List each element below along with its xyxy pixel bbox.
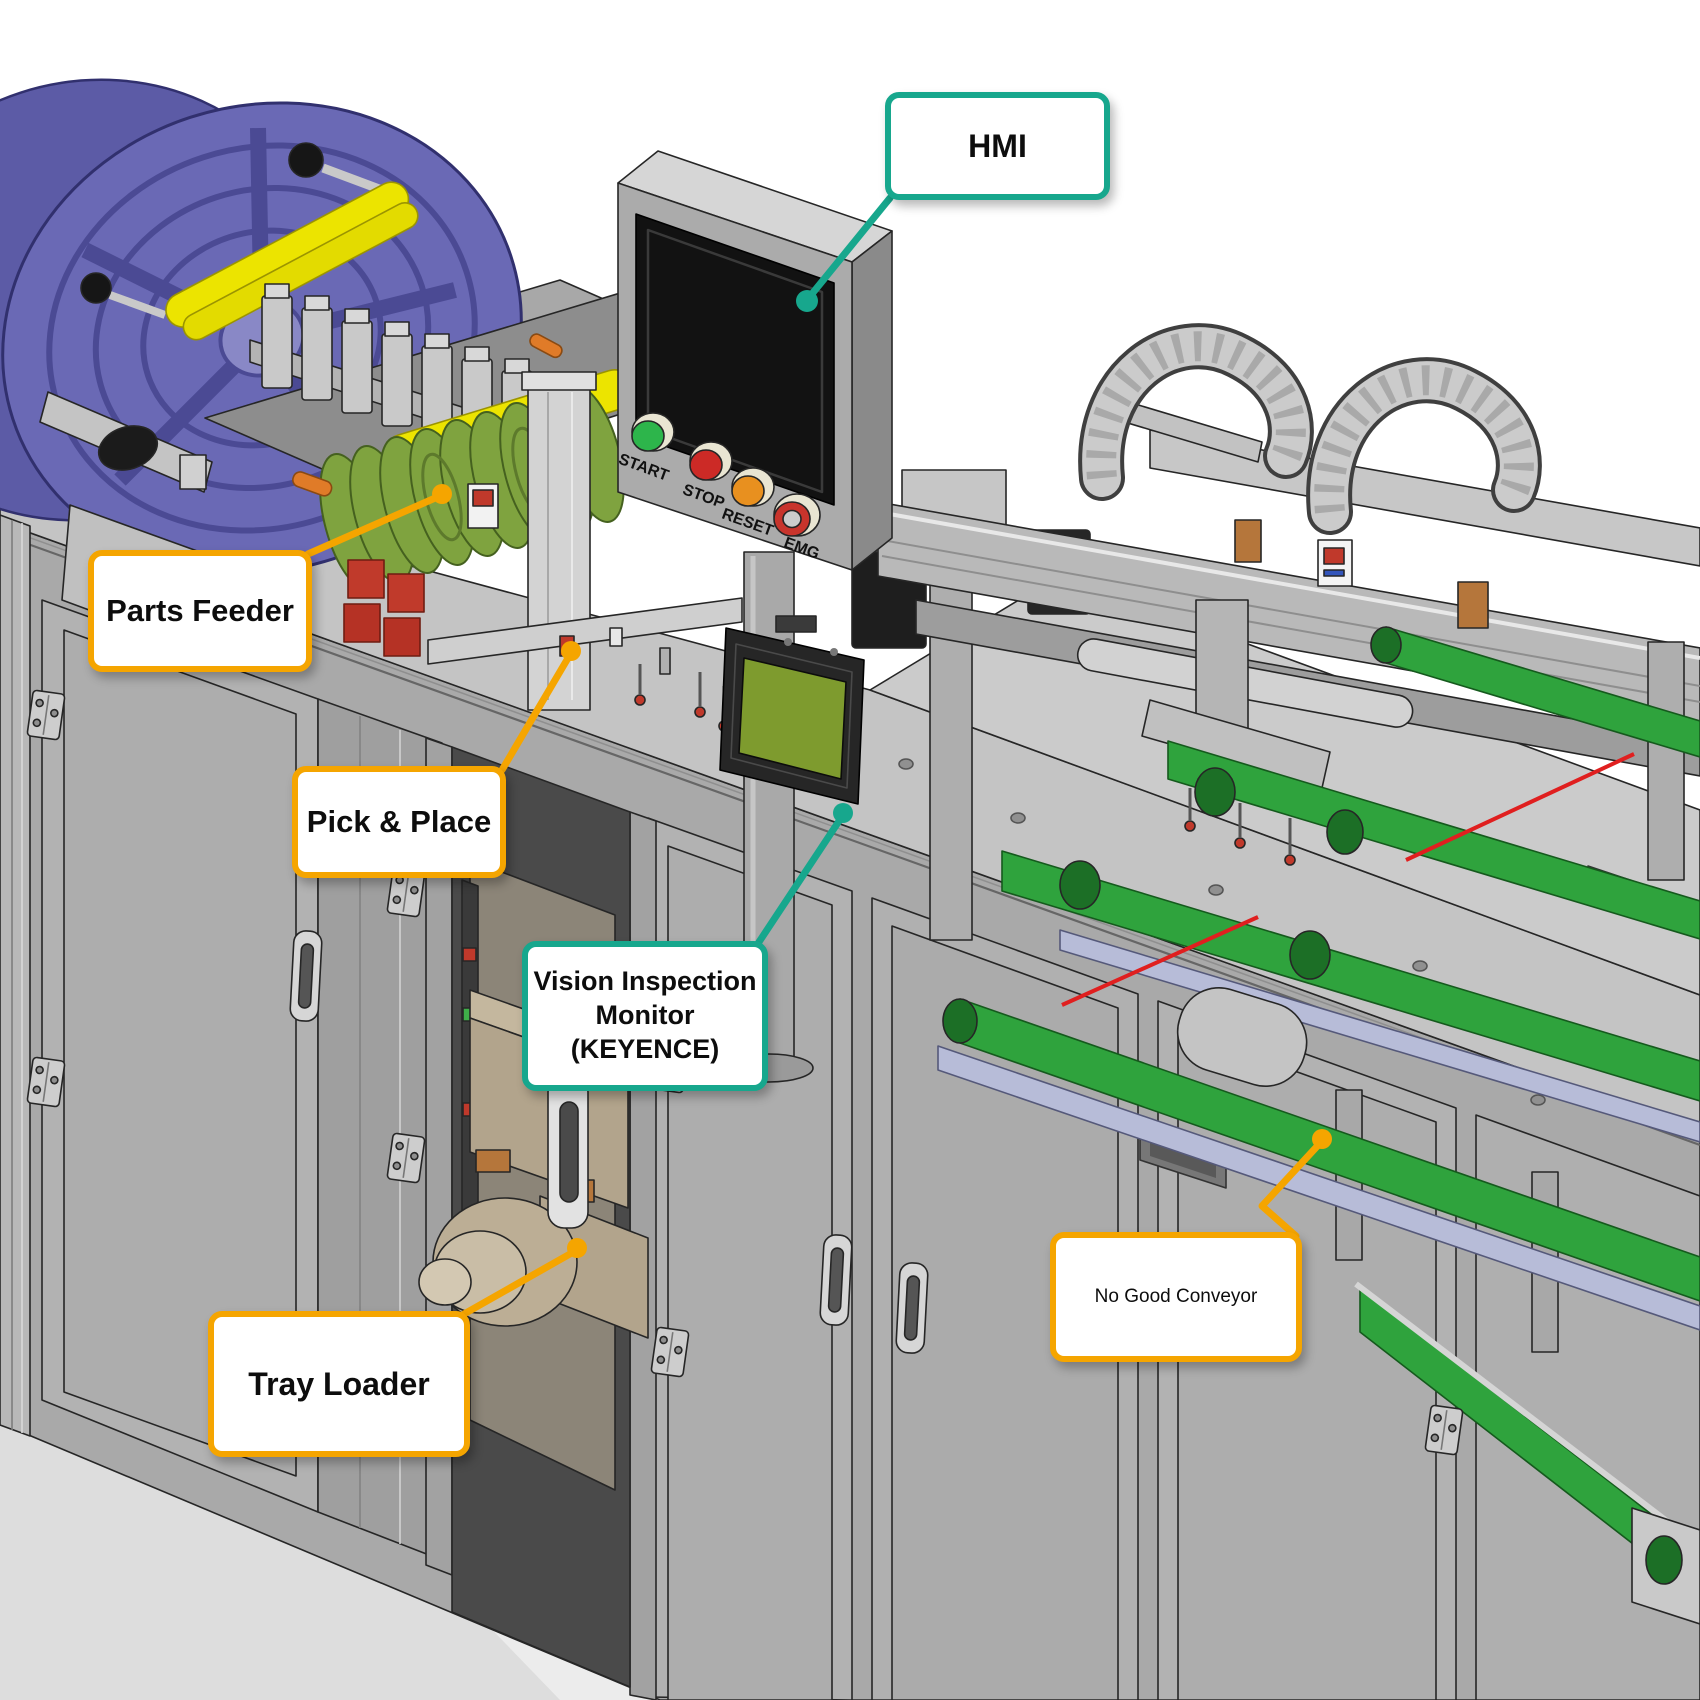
callout-vision-line2: Monitor xyxy=(595,1000,695,1031)
leader-hmi xyxy=(803,194,894,304)
cabinet-doors xyxy=(41,599,1700,1700)
vision-screen xyxy=(738,657,847,780)
callout-parts-feeder-label: Parts Feeder xyxy=(106,593,294,628)
film-rollers xyxy=(165,181,419,341)
callout-no-good-conveyor-label: No Good Conveyor xyxy=(1094,1286,1258,1307)
callout-no-good-conveyor: No Good Conveyor xyxy=(1050,1232,1302,1362)
leader-vision xyxy=(753,811,847,949)
callout-hmi: HMI xyxy=(885,92,1110,200)
leader-dot-parts-feeder xyxy=(432,484,452,504)
door-handles xyxy=(289,930,929,1354)
callout-leaders xyxy=(304,194,1332,1318)
leader-dot-pick-place xyxy=(561,641,581,661)
cable-carrier-left xyxy=(1078,323,1314,501)
callout-tray-loader-label: Tray Loader xyxy=(248,1365,430,1402)
callout-vision-monitor: Vision Inspection Monitor (KEYENCE) xyxy=(522,941,768,1091)
orange-handles xyxy=(292,333,563,497)
callout-pick-place-label: Pick & Place xyxy=(306,804,492,839)
tray-loader-motor xyxy=(418,1195,649,1339)
callout-parts-feeder: Parts Feeder xyxy=(88,550,312,672)
leader-tray-loader xyxy=(460,1246,581,1318)
leader-dot-tray-loader xyxy=(567,1238,587,1258)
beam-sensor xyxy=(1317,539,1353,587)
leader-dot-hmi xyxy=(796,290,818,312)
callout-hmi-label: HMI xyxy=(968,127,1027,164)
leader-pick-place xyxy=(498,649,575,774)
leader-dot-no-good xyxy=(1312,1129,1332,1149)
leader-parts-feeder xyxy=(304,491,446,558)
leader-dot-vision xyxy=(833,803,853,823)
callout-vision-line1: Vision Inspection xyxy=(533,966,757,997)
pressure-sensor xyxy=(467,483,499,529)
tray-loader-bay xyxy=(418,737,657,1700)
hmi-screen xyxy=(635,213,835,506)
bay-handle xyxy=(547,1075,589,1229)
callout-vision-line3: (KEYENCE) xyxy=(570,1033,720,1064)
callout-tray-loader: Tray Loader xyxy=(208,1311,470,1457)
relay-modules xyxy=(343,559,425,657)
conveyor-assembly xyxy=(937,626,1700,1625)
hmi-enclosure: START STOP RESET EMG xyxy=(616,150,893,571)
vision-monitor xyxy=(719,615,865,805)
cable-carrier-right xyxy=(1306,357,1542,535)
leader-no-good xyxy=(1258,1137,1326,1240)
callout-pick-place: Pick & Place xyxy=(292,766,506,878)
tape-guide-arm xyxy=(39,391,213,493)
